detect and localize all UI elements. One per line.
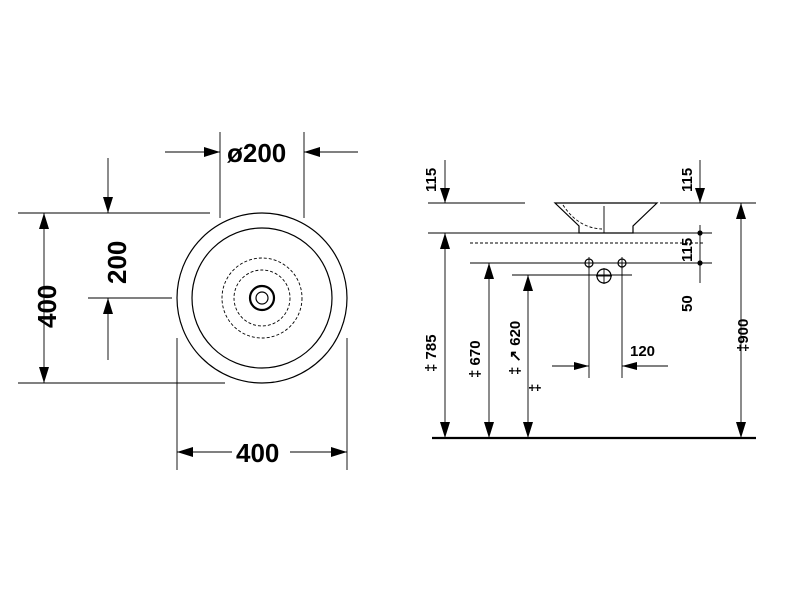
dim785-arrow-bottom [440,422,450,438]
right-50-label: 50 [679,295,696,312]
left115-arrow [440,188,450,203]
dim-670-label: ‡ 670 [467,340,484,378]
right-mid-dot-top [697,230,703,236]
drain-dashed-inner [233,269,291,327]
diameter-label: ø200 [227,138,286,168]
h200-arrow-top [103,197,113,213]
dia-arrow-left [204,147,220,157]
right-mid-dot-bottom [697,260,703,266]
dim900-arrow-top [736,203,746,219]
height-200-label: 200 [102,241,132,284]
dim670-arrow-bottom [484,422,494,438]
w400-arrow-left [177,447,193,457]
drain-outer [248,284,276,312]
dim120-arrow-right [622,362,637,370]
total-height-label: 400 [32,285,62,328]
h200-arrow-bottom [103,298,113,314]
basin-outer-circle [176,212,348,384]
side-view: 120 115 ‡ 785 ‡ 670 ‡ ↗ 620 ‡ 115 115 50 [423,160,756,440]
basin-inner-circle [191,227,333,369]
dim785-arrow-top [440,233,450,249]
dim-620-extra: ‡ [527,384,544,392]
dim120-arrow-left [574,362,589,370]
w400-arrow-right [331,447,347,457]
dim-120-label: 120 [630,343,655,360]
plan-view: ø200 200 400 400 [18,132,358,470]
left-115-label: 115 [423,168,440,192]
h400-arrow-top [39,213,49,229]
dim-900-label: ‡900 [735,319,752,352]
dim620-arrow-bottom [523,422,533,438]
right-mid-115-label: 115 [679,238,696,262]
h400-arrow-bottom [39,367,49,383]
dim620-arrow-top [523,275,533,291]
dim-620-label: ‡ ↗ 620 [507,321,524,375]
drain-inner [255,291,269,305]
dim-785-label: ‡ 785 [423,334,440,372]
bowl-outline [553,202,659,234]
drain-dashed-circle [221,257,303,339]
dim670-arrow-top [484,263,494,279]
right-top-115-label: 115 [679,168,696,192]
width-label: 400 [236,438,279,468]
dim900-arrow-bottom [736,422,746,438]
right115-arrow [695,188,705,203]
dia-arrow-right [304,147,320,157]
